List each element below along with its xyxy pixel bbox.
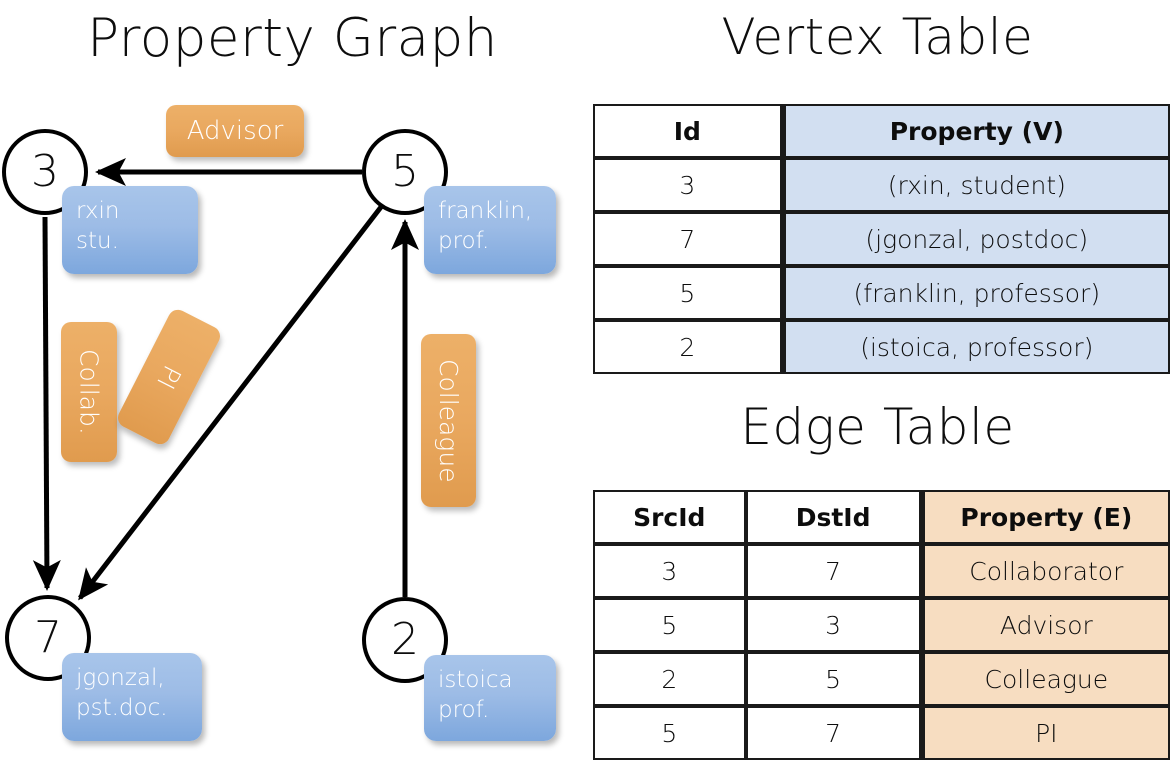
vertex-property-box-istoica-line1: istoica (438, 667, 513, 693)
edge-table-header-dstid: DstId (745, 490, 921, 544)
vertex-property-box-franklin-line2: prof. (438, 228, 490, 255)
vertex-property-box-franklin-line1: franklin, (438, 198, 533, 224)
vertex-property-box-rxin: rxin stu. (62, 186, 198, 274)
vertex-table-cell-id: 5 (593, 266, 782, 320)
vertex-table-header-property: Property (V) (781, 104, 1170, 158)
vertex-table-cell-id: 7 (593, 212, 782, 266)
page-title-property-graph: Property Graph (87, 8, 498, 69)
edge-table: SrcId DstId Property (E) 3 7 Collaborato… (593, 490, 1170, 760)
vertex-table: Id Property (V) 3 (rxin, student) 7 (jgo… (593, 104, 1170, 374)
edge-table-cell-dstid: 5 (745, 652, 921, 706)
edge-table-cell-property: Collaborator (920, 544, 1170, 598)
vertex-property-box-istoica-line2: prof. (438, 697, 490, 724)
edge-label-box-colleague: Colleague (421, 334, 476, 507)
vertex-property-box-istoica: istoica prof. (424, 655, 556, 741)
edge-table-header-row: SrcId DstId Property (E) (593, 490, 1170, 544)
vertex-property-box-jgonzal: jgonzal, pst.doc. (62, 653, 202, 741)
graph-vertex-2[interactable]: 2 (362, 597, 448, 683)
table-row[interactable]: 2 (istoica, professor) (593, 320, 1170, 374)
edge-table-cell-dstid: 7 (745, 706, 921, 760)
vertex-table-cell-property: (rxin, student) (781, 158, 1170, 212)
table-row[interactable]: 7 (jgonzal, postdoc) (593, 212, 1170, 266)
graph-vertex-2-label: 2 (391, 614, 419, 665)
vertex-property-box-rxin-line1: rxin (76, 198, 120, 224)
vertex-table-cell-property: (istoica, professor) (781, 320, 1170, 374)
vertex-property-box-rxin-line2: stu. (76, 228, 119, 255)
vertex-table-cell-property: (franklin, professor) (781, 266, 1170, 320)
vertex-table-cell-id: 2 (593, 320, 782, 374)
table-row[interactable]: 5 3 Advisor (593, 598, 1170, 652)
graph-vertex-5-label: 5 (391, 146, 419, 197)
graph-vertex-7-label: 7 (34, 612, 62, 663)
vertex-table-cell-property: (jgonzal, postdoc) (781, 212, 1170, 266)
graph-vertex-5[interactable]: 5 (362, 129, 448, 215)
page-title-vertex-table: Vertex Table (721, 8, 1034, 66)
edge-table-cell-dstid: 3 (745, 598, 921, 652)
table-row[interactable]: 5 (franklin, professor) (593, 266, 1170, 320)
edge-table-cell-srcid: 5 (593, 706, 746, 760)
edge-arrow-5-to-7 (78, 205, 383, 601)
graph-vertex-3-label: 3 (31, 146, 59, 197)
edge-table-header-property: Property (E) (920, 490, 1170, 544)
edge-table-cell-property: PI (920, 706, 1170, 760)
vertex-property-box-jgonzal-line2: pst.doc. (76, 695, 168, 722)
graph-edge-arrows (32, 157, 420, 601)
edge-label-box-advisor: Advisor (166, 105, 304, 157)
vertex-property-box-jgonzal-line1: jgonzal, (76, 665, 165, 691)
edge-arrow-3-to-7 (32, 216, 61, 591)
edge-table-cell-property: Colleague (920, 652, 1170, 706)
table-row[interactable]: 5 7 PI (593, 706, 1170, 760)
edge-label-collab-text: Collab. (74, 349, 104, 435)
vertex-table-cell-id: 3 (593, 158, 782, 212)
edge-table-cell-srcid: 2 (593, 652, 746, 706)
edge-label-box-collab: Collab. (61, 322, 117, 462)
edge-label-pi-text: PI (150, 360, 188, 394)
edge-table-cell-dstid: 7 (745, 544, 921, 598)
table-row[interactable]: 3 (rxin, student) (593, 158, 1170, 212)
edge-table-cell-srcid: 3 (593, 544, 746, 598)
edge-label-advisor-text: Advisor (186, 116, 284, 146)
table-row[interactable]: 3 7 Collaborator (593, 544, 1170, 598)
edge-table-header-srcid: SrcId (593, 490, 746, 544)
vertex-table-header-id: Id (593, 104, 782, 158)
vertex-table-header-row: Id Property (V) (593, 104, 1170, 158)
table-row[interactable]: 2 5 Colleague (593, 652, 1170, 706)
page-title-edge-table: Edge Table (740, 398, 1015, 456)
edge-table-cell-srcid: 5 (593, 598, 746, 652)
property-graph-diagram: 3 5 7 2 rxin stu. franklin, prof. jgonza… (2, 105, 556, 741)
edge-table-cell-property: Advisor (920, 598, 1170, 652)
edge-label-colleague-text: Colleague (434, 358, 463, 483)
vertex-property-box-franklin: franklin, prof. (424, 186, 556, 274)
